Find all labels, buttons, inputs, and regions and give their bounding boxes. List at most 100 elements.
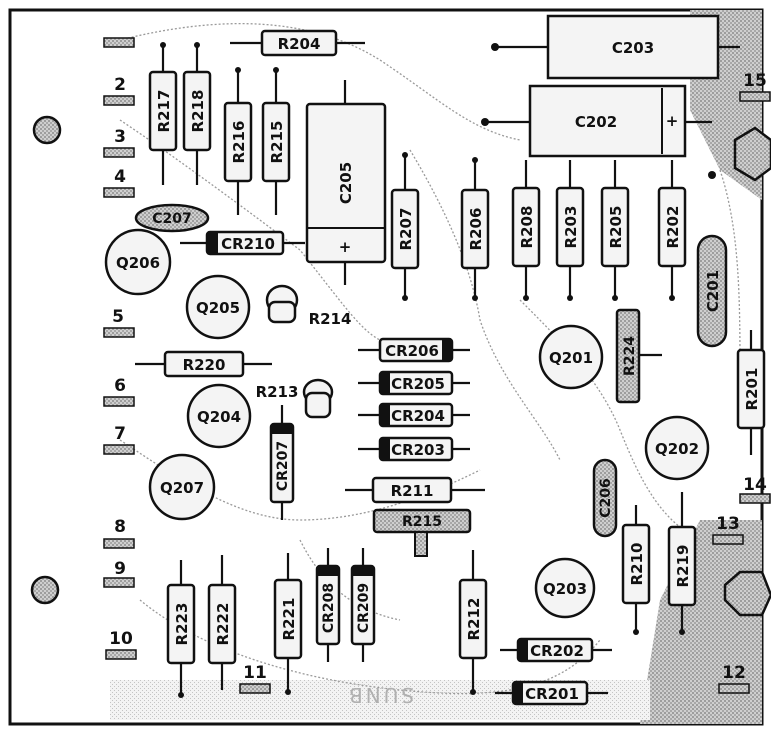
resistor-r208-label: R208: [518, 206, 536, 249]
capacitor-c202: C202 +: [485, 84, 712, 158]
resistor-r220-label: R220: [183, 356, 226, 374]
resistor-r223-label: R223: [173, 603, 191, 646]
board-watermark: SUNB: [346, 683, 414, 707]
potentiometer-r214: R214: [265, 284, 352, 328]
resistor-r207: R207: [390, 155, 420, 298]
mounting-hole-top: [32, 115, 62, 145]
potentiometer-r213-label: R213: [256, 383, 299, 401]
potentiometer-r214-label: R214: [309, 310, 352, 328]
terminal-10: 10: [105, 629, 137, 660]
capacitor-c205-polarity: +: [339, 238, 352, 256]
resistor-r216: R216: [223, 70, 253, 215]
ground-plane-bottom-right: [640, 520, 762, 724]
diode-cr205: CR205: [358, 370, 470, 396]
terminal-15-label: 15: [743, 71, 767, 91]
transistor-q204-label: Q204: [197, 408, 241, 426]
resistor-r206: R206: [460, 160, 490, 298]
terminal-15: 15: [739, 71, 771, 102]
capacitor-c207: C207: [134, 203, 210, 233]
capacitor-c206-label: C206: [598, 478, 614, 518]
transistor-q204: Q204: [186, 383, 252, 449]
diode-cr206-label: CR206: [385, 342, 439, 360]
transistor-q201: Q201: [538, 324, 604, 390]
resistor-r204: R204: [230, 29, 365, 57]
terminal-10-label: 10: [109, 629, 133, 649]
resistor-r221-label: R221: [280, 598, 298, 641]
transistor-q202: Q202: [644, 415, 710, 481]
diode-cr202-label: CR202: [530, 642, 584, 660]
diode-cr207-label: CR207: [275, 441, 291, 491]
resistor-r217: R217: [148, 45, 178, 185]
resistor-r219: R219: [667, 492, 697, 632]
transistor-q205-label: Q205: [196, 299, 240, 317]
resistor-r212: R212: [458, 550, 488, 692]
hex-standoff-bottom: [723, 570, 771, 617]
mounting-hole-bottom: [30, 575, 60, 605]
solder-pads: [160, 42, 716, 698]
resistor-r204-label: R204: [278, 35, 321, 53]
terminal-5: 5: [103, 307, 135, 338]
capacitor-c201-label: C201: [704, 270, 722, 312]
resistor-r218: R218: [182, 45, 212, 185]
resistor-r224: R224: [615, 308, 662, 404]
diode-cr206: CR206: [358, 337, 470, 363]
resistor-r215-lower-label: R215: [402, 514, 442, 530]
terminal-4-label: 4: [114, 167, 126, 187]
resistor-r203-label: R203: [562, 206, 580, 249]
resistor-r211-label: R211: [391, 482, 434, 500]
resistor-r206-label: R206: [467, 208, 485, 251]
resistor-r208: R208: [511, 160, 541, 298]
terminal-13-label: 13: [716, 514, 740, 534]
resistor-r211: R211: [345, 476, 485, 504]
diode-cr201-label: CR201: [525, 685, 579, 703]
resistor-r222-label: R222: [214, 603, 232, 646]
capacitor-c207-label: C207: [152, 211, 192, 227]
transistor-q206-label: Q206: [116, 254, 160, 272]
diode-cr207: CR207: [269, 405, 295, 520]
resistor-r220: R220: [135, 350, 272, 378]
resistor-r207-label: R207: [397, 208, 415, 251]
diode-cr203: CR203: [358, 436, 470, 462]
terminal-6-label: 6: [114, 376, 126, 396]
terminal-13: 13: [712, 514, 744, 545]
diode-cr204-label: CR204: [391, 407, 445, 425]
resistor-r217-label: R217: [155, 90, 173, 133]
capacitor-c206: C206: [592, 458, 618, 538]
diode-cr205-label: CR205: [391, 375, 445, 393]
terminal-3: 3: [103, 127, 135, 158]
transistor-q201-label: Q201: [549, 349, 593, 367]
diode-cr209-label: CR209: [356, 583, 372, 633]
resistor-r223: R223: [166, 560, 196, 695]
capacitor-c205-label: C205: [337, 162, 355, 204]
diode-cr203-label: CR203: [391, 441, 445, 459]
diode-cr202: CR202: [500, 637, 612, 663]
terminal-8-label: 8: [114, 517, 126, 537]
terminal-12-label: 12: [722, 663, 746, 683]
transistor-q203-label: Q203: [543, 580, 587, 598]
resistor-r218-label: R218: [189, 90, 207, 133]
resistor-r212-label: R212: [465, 598, 483, 641]
transistor-q202-label: Q202: [655, 440, 699, 458]
terminal-pads: 1 2 3 4 5 6 7 8: [103, 37, 771, 694]
resistor-r221: R221: [273, 553, 303, 692]
capacitor-c202-label: C202: [575, 113, 617, 131]
terminal-3-label: 3: [114, 127, 126, 147]
capacitor-c203-label: C203: [612, 39, 654, 57]
diode-cr208: CR208: [315, 548, 341, 662]
resistor-r210-label: R210: [628, 543, 646, 586]
resistor-r215: R215: [261, 70, 291, 215]
resistor-r224-label: R224: [622, 336, 638, 376]
potentiometer-r213: R213: [256, 378, 334, 419]
resistor-r219-label: R219: [674, 545, 692, 588]
transistor-q206: Q206: [104, 228, 172, 296]
terminal-1: 1: [103, 37, 135, 48]
terminal-7: 7: [103, 424, 135, 455]
resistor-r201: R201: [736, 330, 766, 455]
resistor-r205-label: R205: [607, 206, 625, 249]
resistor-r203: R203: [555, 160, 585, 298]
diode-cr209: CR209: [350, 548, 376, 662]
transistor-q207-label: Q207: [160, 479, 204, 497]
terminal-11-label: 11: [243, 663, 267, 683]
diode-cr201: CR201: [495, 680, 608, 706]
terminal-11: 11: [239, 663, 271, 694]
